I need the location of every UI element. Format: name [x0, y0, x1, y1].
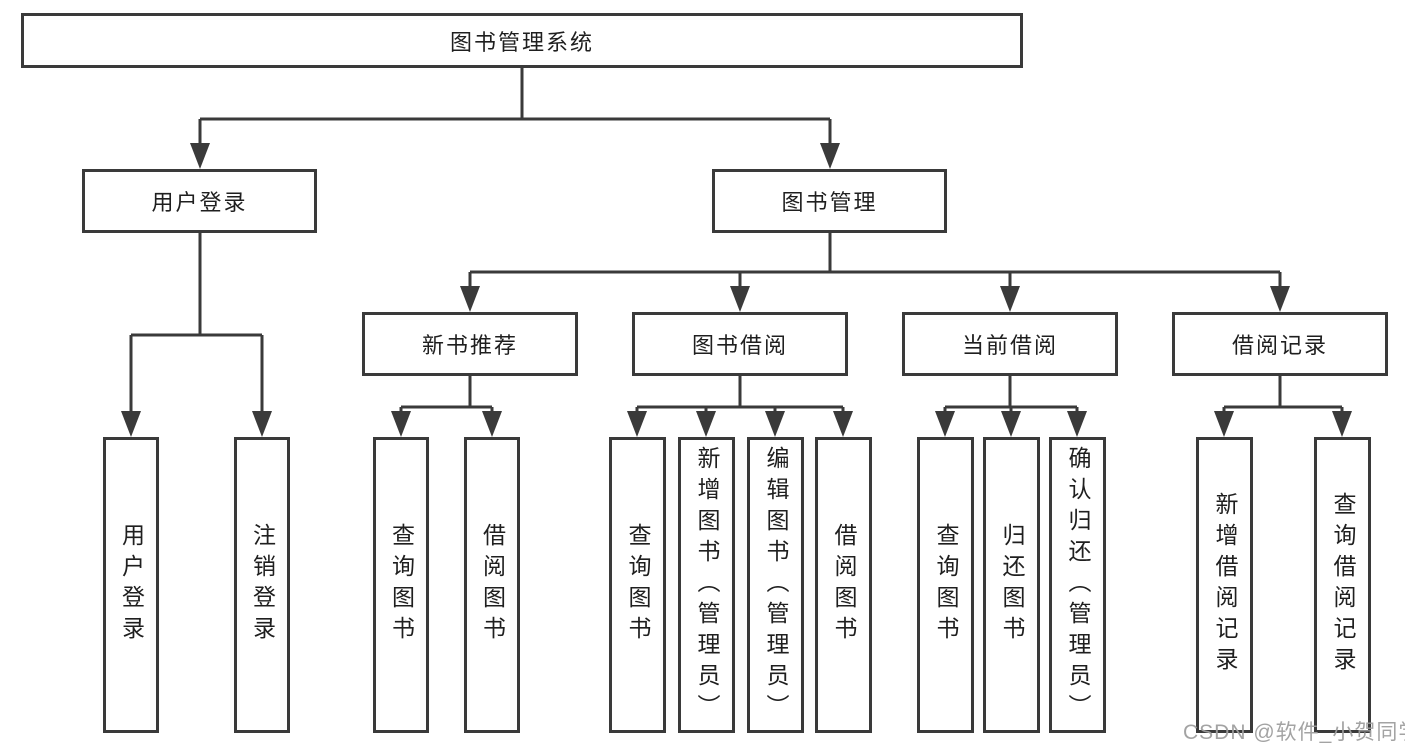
leaf-logout: 注销登录: [234, 437, 290, 733]
node-book-borrow: 图书借阅: [632, 312, 848, 376]
leaf-newbook-query: 查询图书: [373, 437, 429, 733]
leaf-records-add: 新增借阅记录: [1196, 437, 1253, 733]
node-label: 查询图书: [388, 523, 415, 647]
node-label: 归还图书: [999, 523, 1025, 647]
node-book-management: 图书管理: [712, 169, 947, 233]
arrowhead: [1332, 411, 1352, 437]
node-label: 图书管理: [781, 190, 878, 215]
connector-root-to-level2: [198, 68, 832, 148]
leaf-borrow-edit-admin: 编辑图书（管理员）: [747, 437, 804, 733]
node-label: 编辑图书（管理员）: [763, 445, 789, 725]
arrowhead: [730, 286, 750, 312]
node-label: 新书推荐: [421, 333, 518, 358]
arrowhead: [935, 411, 955, 437]
node-label: 图书借阅: [691, 333, 788, 358]
node-label: 新增借阅记录: [1212, 492, 1238, 678]
node-label: 借阅图书: [831, 523, 857, 647]
node-label: 注销登录: [249, 523, 276, 647]
node-label: 查询图书: [933, 523, 959, 647]
node-label: 图书管理系统: [449, 29, 594, 55]
node-label: 用户登录: [118, 523, 145, 647]
node-current-borrow: 当前借阅: [902, 312, 1118, 376]
leaf-user-login: 用户登录: [103, 437, 159, 733]
csdn-watermark: CSDN @软件_小贺同学: [1183, 721, 1405, 744]
arrowhead: [1067, 411, 1087, 437]
connector-records-to-children: [1222, 376, 1344, 416]
arrowhead: [820, 143, 840, 169]
arrowhead: [460, 286, 480, 312]
arrowhead: [391, 411, 411, 437]
node-label: 借阅图书: [479, 523, 506, 647]
arrowhead: [482, 411, 502, 437]
leaf-borrow-borrow: 借阅图书: [815, 437, 872, 733]
connector-userlogin-to-children: [129, 233, 264, 416]
arrowhead: [1214, 411, 1234, 437]
leaf-records-query: 查询借阅记录: [1314, 437, 1371, 733]
connector-borrow-to-children: [635, 376, 845, 416]
arrowhead: [1001, 411, 1021, 437]
leaf-borrow-query: 查询图书: [609, 437, 666, 733]
connector-newbook-to-children: [399, 376, 494, 416]
node-system-root: 图书管理系统: [21, 13, 1023, 68]
arrowhead: [1270, 286, 1290, 312]
arrowhead: [252, 411, 272, 437]
leaf-current-query: 查询图书: [917, 437, 974, 733]
arrowhead: [121, 411, 141, 437]
node-user-login: 用户登录: [82, 169, 317, 233]
leaf-borrow-add-admin: 新增图书（管理员）: [678, 437, 735, 733]
node-label: 新增图书（管理员）: [694, 445, 720, 725]
arrowhead: [833, 411, 853, 437]
leaf-newbook-borrow: 借阅图书: [464, 437, 520, 733]
node-label: 当前借阅: [961, 333, 1058, 358]
node-label: 用户登录: [151, 190, 248, 215]
arrowhead: [696, 411, 716, 437]
connector-bookmgmt-to-level3: [468, 233, 1282, 291]
node-label: 查询图书: [625, 523, 651, 647]
arrowhead: [765, 411, 785, 437]
node-borrow-records: 借阅记录: [1172, 312, 1388, 376]
node-new-book-recommend: 新书推荐: [362, 312, 578, 376]
arrowhead: [627, 411, 647, 437]
arrowhead: [190, 143, 210, 169]
connector-current-to-children: [943, 376, 1079, 416]
leaf-current-confirm-admin: 确认归还（管理员）: [1049, 437, 1106, 733]
node-label: 查询借阅记录: [1330, 492, 1356, 678]
arrowhead: [1000, 286, 1020, 312]
node-label: 借阅记录: [1231, 333, 1328, 358]
leaf-current-return: 归还图书: [983, 437, 1040, 733]
node-label: 确认归还（管理员）: [1065, 445, 1091, 725]
